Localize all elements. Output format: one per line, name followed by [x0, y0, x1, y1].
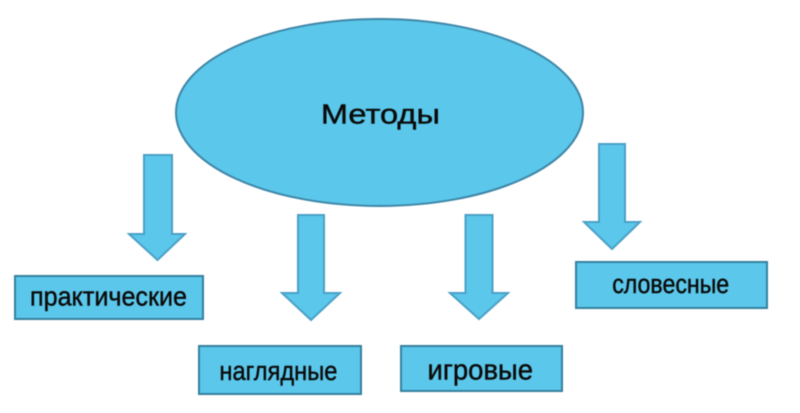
- svg-text:словесные: словесные: [612, 271, 729, 299]
- svg-text:наглядные: наглядные: [219, 356, 337, 386]
- svg-text:игровые: игровые: [428, 354, 534, 386]
- svg-text:Методы: Методы: [321, 99, 440, 130]
- svg-text:практические: практические: [30, 282, 187, 312]
